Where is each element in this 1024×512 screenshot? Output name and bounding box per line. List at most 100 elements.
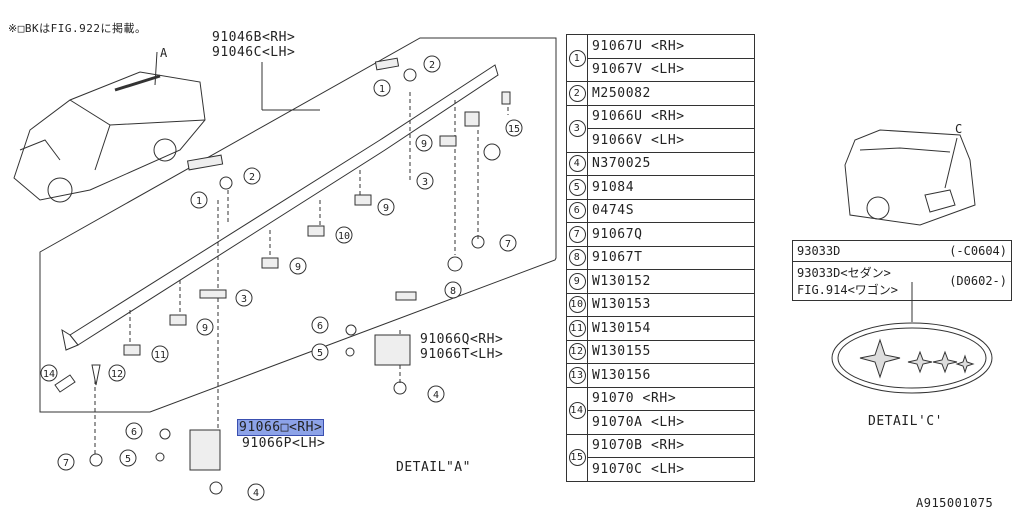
part-number: 91084 bbox=[587, 175, 755, 200]
callout-number: 3 bbox=[566, 104, 588, 153]
svg-text:9: 9 bbox=[202, 323, 208, 334]
callout-circle-icon: 10 bbox=[568, 296, 586, 314]
part-number: 91067V <LH> bbox=[587, 57, 755, 82]
callout-circle-icon: 13 bbox=[568, 366, 586, 384]
callout-6b: 6 bbox=[125, 422, 143, 440]
callout-9a: 9 bbox=[415, 134, 433, 152]
callout-14: 14 bbox=[40, 364, 58, 382]
callout-circle-icon: 7 bbox=[568, 225, 586, 243]
detail-a-label: DETAIL"A" bbox=[396, 460, 471, 475]
part-number: 91070A <LH> bbox=[587, 410, 755, 435]
callout-11: 11 bbox=[151, 345, 169, 363]
bracket-rear-rh: 91066Q<RH> bbox=[420, 332, 504, 347]
svg-text:2: 2 bbox=[249, 172, 255, 183]
part-number: 91066U <RH> bbox=[587, 104, 755, 129]
car-outline-icon bbox=[13, 51, 206, 203]
callout-circle-icon: 4 bbox=[568, 155, 586, 173]
callout-circle-icon: 6 bbox=[568, 202, 586, 220]
callout-number: 9 bbox=[566, 269, 588, 294]
callout-number: 10 bbox=[566, 292, 588, 317]
svg-text:8: 8 bbox=[450, 286, 456, 297]
part-number: 91066V <LH> bbox=[587, 128, 755, 153]
callout-number: 4 bbox=[566, 151, 588, 176]
bracket-front-lh: 91066P<LH> bbox=[242, 436, 326, 451]
callout-2b: 2 bbox=[243, 167, 261, 185]
svg-text:7: 7 bbox=[63, 458, 69, 469]
view-label-c: C bbox=[955, 122, 963, 136]
emblem-part-2: 93033D<セダン> bbox=[797, 266, 891, 280]
svg-text:15: 15 bbox=[508, 124, 520, 135]
callout-1b: 1 bbox=[190, 191, 208, 209]
callout-circle-icon: 11 bbox=[568, 319, 586, 337]
emblem-icon bbox=[831, 282, 993, 394]
callout-9b: 9 bbox=[377, 198, 395, 216]
callout-circle-icon: 5 bbox=[568, 178, 586, 196]
callout-circle-icon: 1 bbox=[568, 49, 586, 67]
emblem-part-1: 93033D bbox=[797, 244, 841, 258]
table-row: 91070A <LH> bbox=[567, 410, 755, 435]
bracket-rear-lh: 91066T<LH> bbox=[420, 347, 504, 362]
part-number: W130155 bbox=[587, 339, 755, 364]
callout-5b: 5 bbox=[119, 449, 137, 467]
emblem-range-1: (-C0604) bbox=[949, 244, 1007, 258]
part-number: W130152 bbox=[587, 269, 755, 294]
svg-text:6: 6 bbox=[131, 427, 137, 438]
callout-number: 6 bbox=[566, 198, 588, 223]
roof-rail bbox=[69, 64, 499, 346]
part-number: 91067U <RH> bbox=[587, 34, 755, 59]
svg-text:1: 1 bbox=[196, 196, 202, 207]
callout-10a: 10 bbox=[335, 226, 353, 244]
table-row: 91070C <LH> bbox=[567, 457, 755, 482]
callout-7a: 7 bbox=[499, 234, 517, 252]
svg-text:4: 4 bbox=[253, 488, 259, 499]
callout-circle-icon: 9 bbox=[568, 272, 586, 290]
table-row: 91066V <LH> bbox=[567, 128, 755, 153]
detail-c-label: DETAIL'C' bbox=[868, 414, 943, 429]
svg-text:14: 14 bbox=[43, 369, 55, 380]
callout-circle-icon: 12 bbox=[568, 343, 586, 361]
car-rear-outline-icon bbox=[844, 129, 976, 226]
bracket-front-rh[interactable]: 91066□<RH> bbox=[236, 419, 325, 436]
callout-15: 15 bbox=[505, 119, 523, 137]
part-number: W130156 bbox=[587, 363, 755, 388]
emblem-fig-ref: FIG.914<ワゴン> bbox=[797, 283, 899, 297]
callout-number: 5 bbox=[566, 175, 588, 200]
svg-text:4: 4 bbox=[433, 390, 439, 401]
callout-7b: 7 bbox=[57, 453, 75, 471]
svg-text:9: 9 bbox=[421, 139, 427, 150]
callout-circle-icon: 8 bbox=[568, 249, 586, 267]
rail-label-lh: 91046C<LH> bbox=[212, 45, 296, 60]
part-number: N370025 bbox=[587, 151, 755, 176]
svg-text:3: 3 bbox=[241, 294, 247, 305]
part-number: 0474S bbox=[587, 198, 755, 223]
callout-4b: 4 bbox=[247, 483, 265, 501]
svg-text:2: 2 bbox=[429, 60, 435, 71]
callout-number: 8 bbox=[566, 245, 588, 270]
part-number: M250082 bbox=[587, 81, 755, 106]
part-number: 91070 <RH> bbox=[587, 386, 755, 411]
callout-9c: 9 bbox=[289, 257, 307, 275]
svg-text:11: 11 bbox=[154, 350, 166, 361]
svg-text:9: 9 bbox=[383, 203, 389, 214]
callout-circle-icon: 14 bbox=[568, 402, 586, 419]
callout-number: 14 bbox=[566, 386, 588, 435]
callout-number: 2 bbox=[566, 81, 588, 106]
svg-text:12: 12 bbox=[111, 369, 123, 380]
callout-1: 1 bbox=[373, 79, 391, 97]
panel-outline bbox=[39, 37, 557, 413]
callout-6a: 6 bbox=[311, 316, 329, 334]
callout-circles: 1 2 1 2 15 9 3 9 10 7 9 8 3 9 11 14 12 6… bbox=[40, 55, 523, 501]
